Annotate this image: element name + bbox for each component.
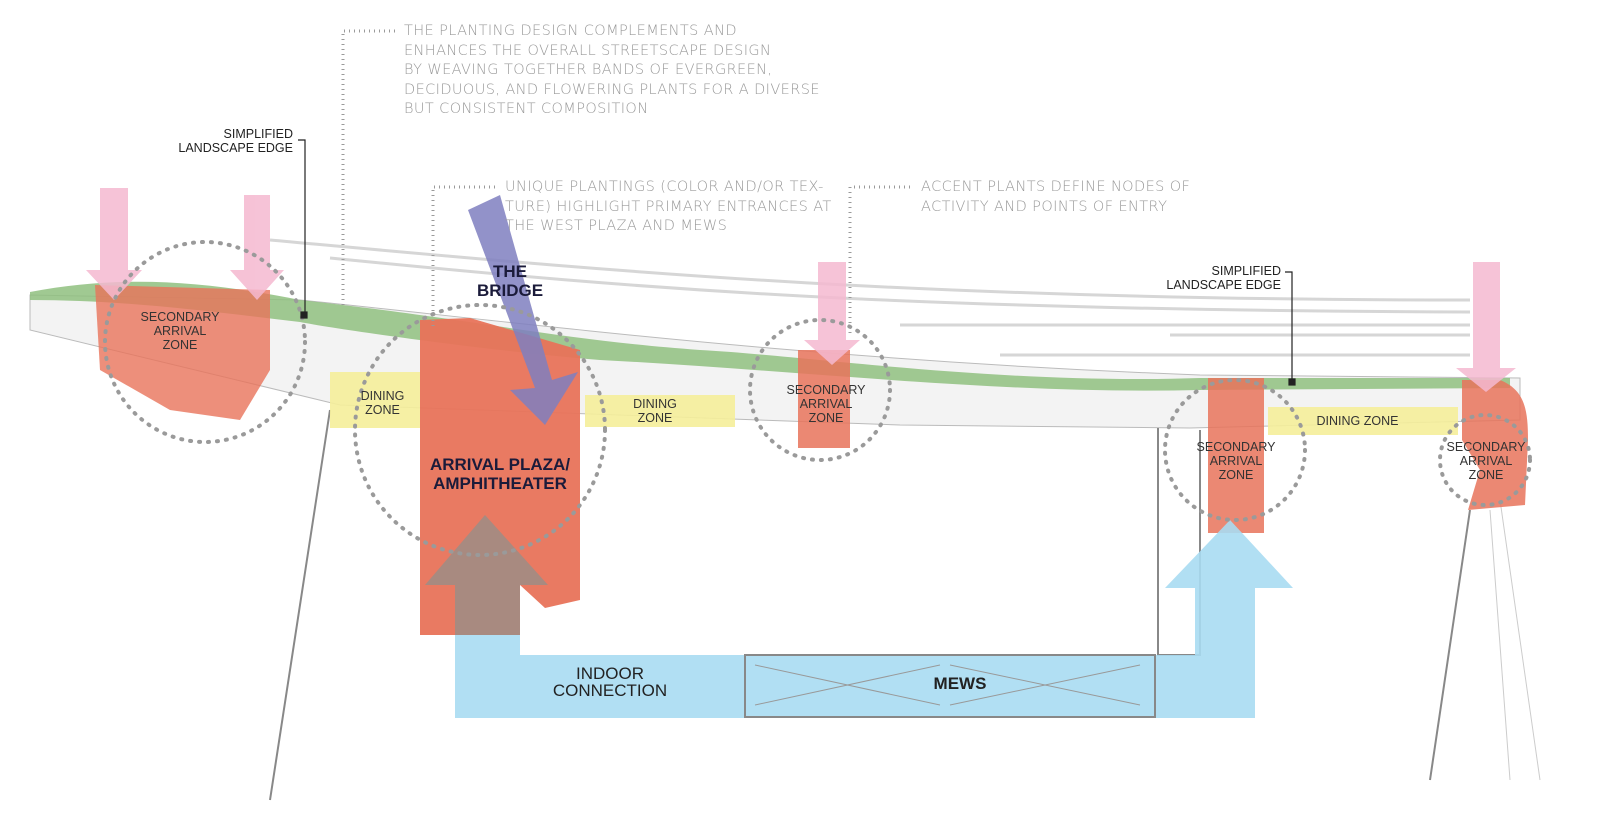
arrival-plaza-label: ARRIVAL PLAZA/ AMPHITHEATER	[429, 455, 571, 493]
indoor-connection-label: INDOOR CONNECTION	[552, 664, 668, 700]
mews-building	[744, 654, 1156, 718]
road-lines	[269, 238, 1471, 357]
dining-zone-label-2: DINING ZONE	[633, 397, 677, 425]
accent-plants-note: ACCENT PLANTS DEFINE NODES OF ACTIVITY A…	[921, 179, 1191, 215]
pink-entry-arrows	[86, 188, 1516, 392]
secondary-zone-label-3: SECONDARY ARRIVAL ZONE	[1196, 440, 1276, 482]
secondary-arrival-zone-3	[1208, 378, 1264, 533]
dining-zone-1	[330, 372, 420, 428]
bridge-arrow	[468, 195, 578, 425]
node-circles	[103, 240, 1532, 557]
secondary-zone-label-2: SECONDARY ARRIVAL ZONE	[786, 383, 866, 425]
secondary-arrival-zone-1	[95, 285, 270, 420]
secondary-arrival-zone-4	[1462, 380, 1528, 510]
mews-label: MEWS	[933, 674, 987, 693]
dining-zone-3	[1268, 407, 1458, 435]
dining-zone-2	[585, 395, 735, 427]
secondary-arrival-zone-2	[798, 350, 850, 448]
planting-design-note: THE PLANTING DESIGN COMPLEMENTS AND ENHA…	[404, 23, 820, 117]
secondary-zone-label-1: SECONDARY ARRIVAL ZONE	[140, 310, 220, 352]
primary-entrance-arrow	[425, 515, 548, 635]
unique-plantings-note: UNIQUE PLANTINGS (COLOR AND/OR TEX- TURE…	[505, 179, 832, 234]
secondary-zone-label-4: SECONDARY ARRIVAL ZONE	[1446, 440, 1526, 482]
dining-zone-label-3: DINING ZONE	[1316, 414, 1399, 428]
site-edge-line	[269, 409, 331, 801]
landscape-edge-callout-east: SIMPLIFIED LANDSCAPE EDGE	[1166, 264, 1281, 292]
landscape-edge-callout-west: SIMPLIFIED LANDSCAPE EDGE	[178, 127, 293, 155]
site-edge-line-east	[1429, 509, 1471, 781]
bridge-label: THE BRIDGE	[476, 262, 544, 300]
dining-zone-label-1: DINING ZONE	[360, 389, 405, 417]
indoor-connection-band	[455, 520, 1293, 718]
